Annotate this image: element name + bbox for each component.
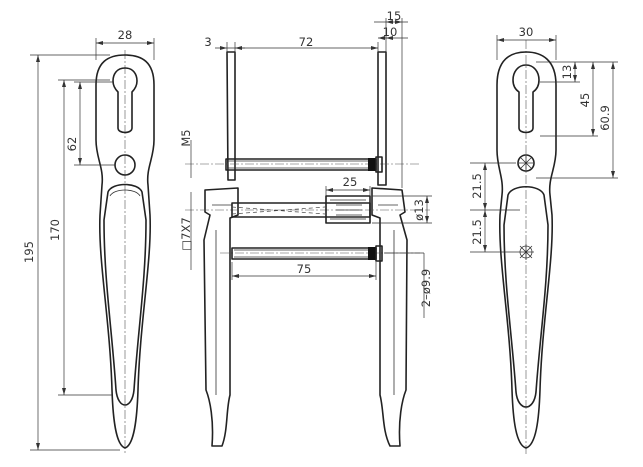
dim-front-height-195: 195 [22,241,36,263]
side-view: 3 72 15 10 M5 □7X7 25 [179,9,433,447]
dim-side-10: 10 [383,25,398,39]
dim-side-insert-dia: ø13 [412,199,426,221]
front-view: 28 195 170 62 [22,28,155,455]
label-side-thread-m5: M5 [179,129,193,146]
front-keyhole [112,67,138,134]
back-keyhole [512,64,540,134]
back-view: 30 13 45 60.9 21.5 21.5 [470,25,618,455]
side-plate-left [226,51,236,181]
side-insert [325,195,371,224]
dim-back-13: 13 [560,65,574,80]
dim-side-width-72: 72 [299,35,314,49]
dim-side-thickness-3: 3 [204,35,211,49]
dim-side-hole-dia: 2–ø9.9 [419,269,433,307]
back-plate-outline [496,51,557,449]
label-side-spindle-7x7: □7X7 [179,217,193,250]
dim-side-insert-25: 25 [343,175,358,189]
side-handle-left [203,187,239,447]
dim-back-width-30: 30 [519,25,534,39]
dim-side-bolt-75: 75 [297,262,312,276]
dim-back-21-5-upper: 21.5 [470,173,484,199]
dim-front-height-62: 62 [65,137,79,152]
dim-front-height-170: 170 [48,219,62,241]
dim-front-width-28: 28 [118,28,133,42]
back-screw-top [517,154,535,172]
dim-back-45: 45 [578,93,592,108]
back-handle-grip [503,185,549,408]
side-handle-right [371,187,408,447]
side-plate-right [377,51,387,186]
dim-side-15: 15 [387,9,402,23]
front-handle-grip [103,183,147,406]
dim-back-21-5-lower: 21.5 [470,219,484,245]
dim-back-60-9: 60.9 [598,105,612,131]
front-escutcheon-outline [95,54,155,449]
